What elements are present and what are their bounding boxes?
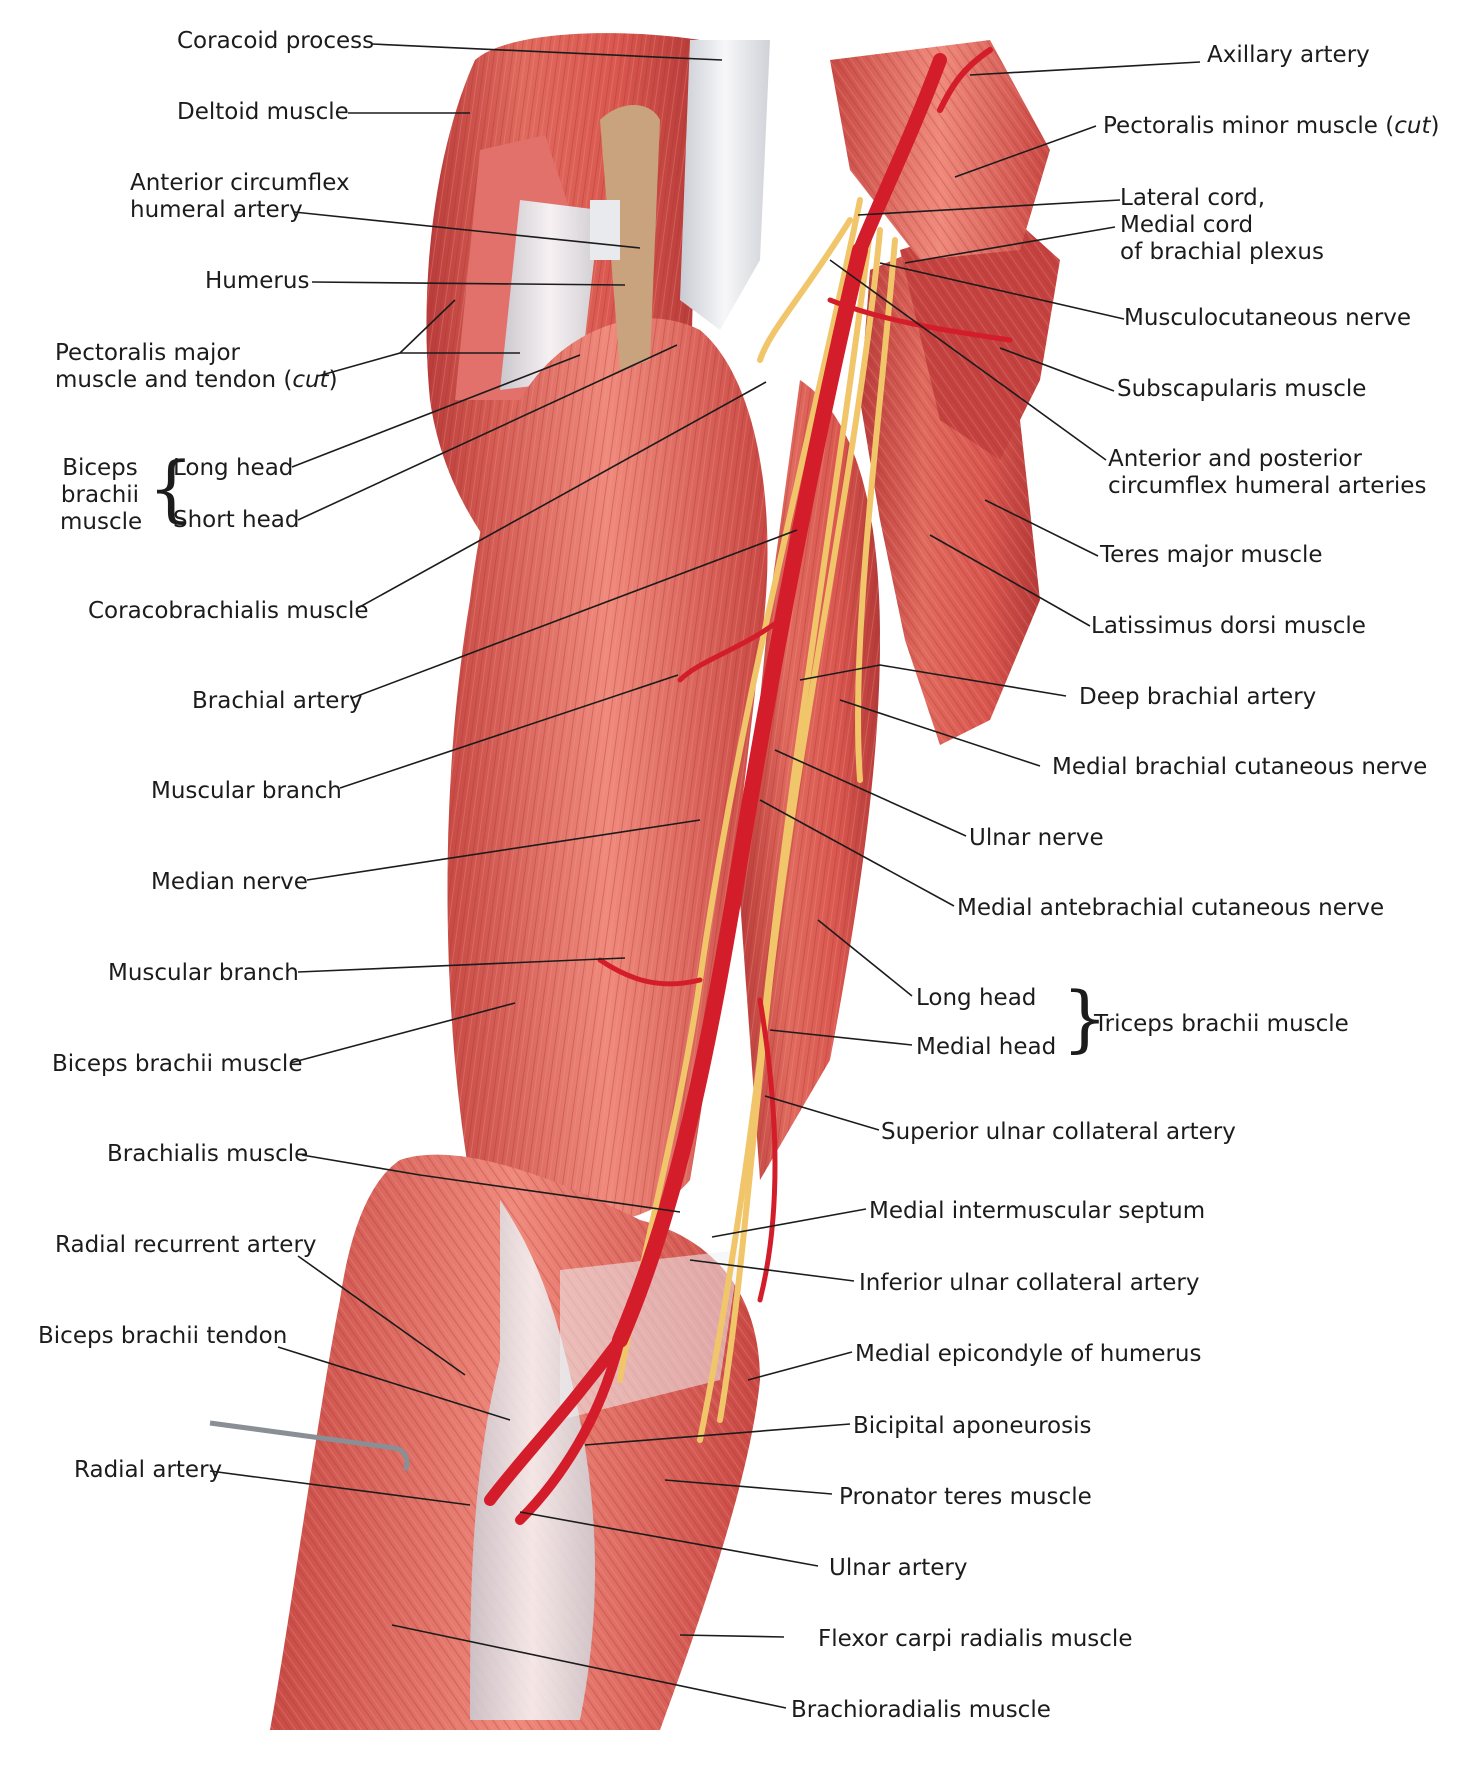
- label-flexor-carpi-radialis: Flexor carpi radialis muscle: [818, 1626, 1133, 1652]
- label-teres-major: Teres major muscle: [1100, 542, 1323, 568]
- label-superior-ulnar-collateral-artery: Superior ulnar collateral artery: [881, 1119, 1236, 1145]
- label-musculocutaneous-nerve: Musculocutaneous nerve: [1124, 305, 1412, 331]
- arteries: [484, 47, 1013, 1525]
- label-brachialis-muscle: Brachialis muscle: [107, 1141, 309, 1167]
- label-line-1: Biceps: [62, 455, 138, 481]
- label-radial-recurrent-artery: Radial recurrent artery: [55, 1232, 317, 1258]
- label-line-3: muscle: [60, 509, 143, 535]
- label-medial-intermuscular-septum: Medial intermuscular septum: [869, 1198, 1206, 1224]
- label-text: muscle and tendon (: [55, 367, 293, 393]
- label-axillary-artery: Axillary artery: [1207, 42, 1370, 68]
- label-line-1: Anterior and posterior: [1108, 446, 1362, 472]
- label-line-1: Anterior circumflex: [130, 170, 350, 196]
- label-pronator-teres: Pronator teres muscle: [839, 1484, 1092, 1510]
- label-anterior-circumflex-humeral-artery: Anterior circumflex humeral artery: [130, 170, 350, 224]
- nerves: [617, 197, 898, 1443]
- label-coracoid-process: Coracoid process: [177, 28, 375, 54]
- humerus-shape: [600, 105, 660, 370]
- label-brachioradialis: Brachioradialis muscle: [791, 1697, 1051, 1723]
- label-line-2: Medial cord: [1120, 212, 1254, 238]
- label-triceps-long-head: Long head: [916, 985, 1037, 1011]
- label-bicipital-aponeurosis: Bicipital aponeurosis: [853, 1413, 1092, 1439]
- label-close: ): [328, 367, 338, 393]
- label-medial-brachial-cutaneous-nerve: Medial brachial cutaneous nerve: [1052, 754, 1428, 780]
- label-text: Pectoralis minor muscle (: [1103, 113, 1395, 139]
- label-coracobrachialis: Coracobrachialis muscle: [88, 598, 369, 624]
- label-triceps-brachii-muscle: Triceps brachii muscle: [1094, 1011, 1349, 1037]
- label-brachial-plexus-cords: Lateral cord, Medial cord of brachial pl…: [1120, 185, 1324, 266]
- label-muscular-branch-upper: Muscular branch: [151, 778, 342, 804]
- label-pectoralis-minor: Pectoralis minor muscle (cut): [1103, 113, 1439, 140]
- label-line-2: muscle and tendon (cut): [55, 367, 338, 394]
- label-latissimus-dorsi: Latissimus dorsi muscle: [1091, 613, 1366, 639]
- label-median-nerve: Median nerve: [151, 869, 308, 895]
- label-cut: cut: [292, 367, 329, 393]
- label-cut: cut: [1394, 113, 1431, 139]
- label-medial-epicondyle: Medial epicondyle of humerus: [855, 1341, 1202, 1367]
- label-muscular-branch-lower: Muscular branch: [108, 960, 299, 986]
- label-ulnar-artery: Ulnar artery: [829, 1555, 968, 1581]
- label-biceps-brachii-muscle: Biceps brachii muscle: [52, 1051, 303, 1077]
- label-pectoralis-major: Pectoralis major muscle and tendon (cut): [55, 340, 338, 394]
- leader-lines: [209, 43, 1201, 1709]
- label-brachial-artery: Brachial artery: [192, 688, 363, 714]
- label-biceps-brachii-group: Biceps brachii muscle: [60, 455, 143, 536]
- label-biceps-brachii-tendon: Biceps brachii tendon: [38, 1323, 288, 1349]
- brace-biceps: {: [148, 446, 194, 530]
- label-deltoid-muscle: Deltoid muscle: [177, 99, 349, 125]
- label-radial-artery: Radial artery: [74, 1457, 223, 1483]
- retractor: [209, 1420, 410, 1472]
- label-close: ): [1430, 113, 1440, 139]
- label-ulnar-nerve: Ulnar nerve: [969, 825, 1104, 851]
- label-inferior-ulnar-collateral-artery: Inferior ulnar collateral artery: [859, 1270, 1200, 1296]
- label-deep-brachial-artery: Deep brachial artery: [1079, 684, 1317, 710]
- label-triceps-medial-head: Medial head: [916, 1034, 1057, 1060]
- label-humerus: Humerus: [205, 268, 310, 294]
- label-line-2: circumflex humeral arteries: [1108, 473, 1427, 499]
- label-line-3: of brachial plexus: [1120, 239, 1324, 265]
- aponeurosis-shape: [470, 1200, 595, 1720]
- label-line-2: brachii: [60, 482, 140, 508]
- label-line-1: Pectoralis major: [55, 340, 240, 366]
- label-medial-antebrachial-cutaneous-nerve: Medial antebrachial cutaneous nerve: [957, 895, 1385, 921]
- label-line-2: humeral artery: [130, 197, 303, 223]
- label-short-head: Short head: [173, 507, 300, 533]
- biceps-tendon-upper-shape: [680, 40, 770, 330]
- label-line-1: Lateral cord,: [1120, 185, 1266, 211]
- label-ant-post-circumflex: Anterior and posterior circumflex humera…: [1108, 446, 1426, 500]
- brace-triceps: }: [1062, 976, 1108, 1060]
- label-subscapularis-muscle: Subscapularis muscle: [1117, 376, 1367, 402]
- label-long-head: Long head: [173, 455, 294, 481]
